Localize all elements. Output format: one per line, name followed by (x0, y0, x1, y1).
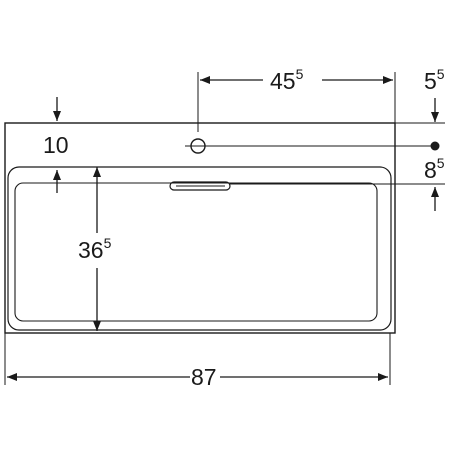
bowl-outline (7, 166, 392, 331)
bowl-inner-outline (14, 182, 378, 322)
edge-offset-label: 55 (424, 66, 445, 94)
tap-center-point (430, 141, 440, 151)
tap-offset-label: 455 (270, 66, 304, 94)
overflow-slot (169, 181, 231, 191)
rim-width-label: 10 (43, 132, 69, 158)
basin-outline (4, 122, 396, 334)
overflow-gap-label: 85 (424, 155, 445, 183)
total-width-label: 87 (191, 364, 217, 390)
basin-depth-label: 365 (78, 235, 112, 263)
